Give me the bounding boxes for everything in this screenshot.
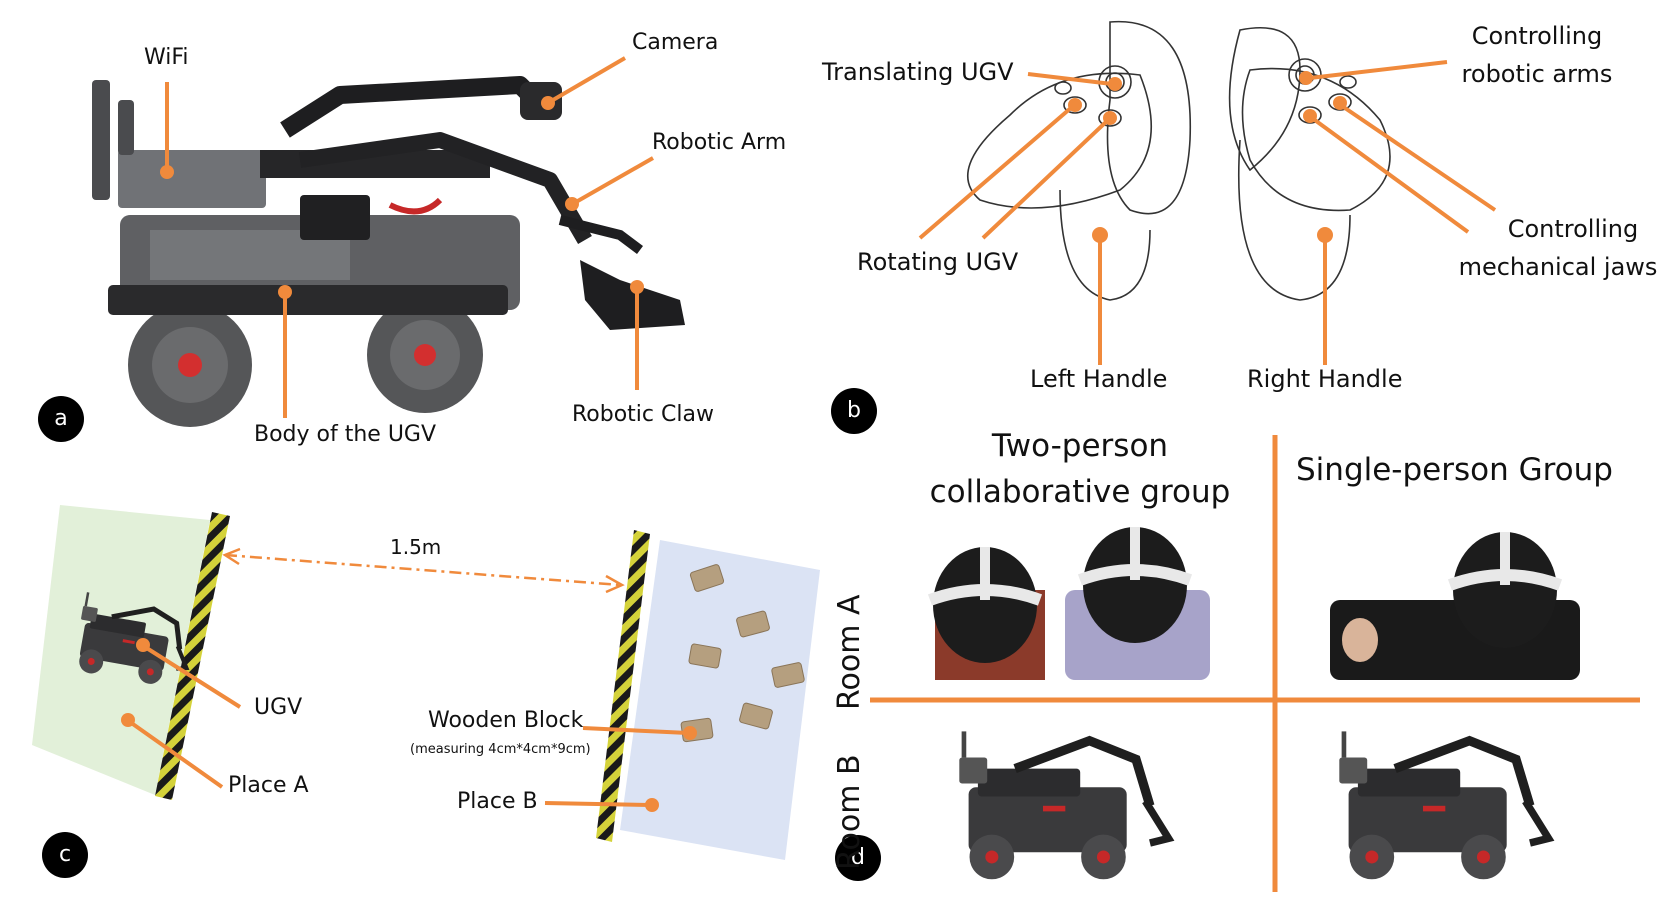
grid-lines <box>870 435 1640 892</box>
ugv-photo <box>92 76 685 427</box>
single-person-header: Single-person Group <box>1296 452 1613 488</box>
panel-c-leaders <box>121 638 697 812</box>
vr-controllers <box>966 20 1391 301</box>
hazard-tapes <box>155 512 650 842</box>
panel-a-badge: a <box>38 396 84 442</box>
robotic-arm-label: Robotic Arm <box>652 130 787 155</box>
rotating-ugv-label: Rotating UGV <box>857 248 1019 276</box>
ugv-room-b-left <box>959 731 1168 879</box>
two-person-header-line2: collaborative group <box>929 474 1231 510</box>
distance-arrow <box>222 547 625 594</box>
ugv-label: UGV <box>254 695 303 720</box>
place-b-area <box>620 540 820 860</box>
room-b-label: Room B <box>832 754 867 870</box>
panel-b-leaders <box>918 60 1497 365</box>
two-person-header-line1: Two-person <box>991 428 1169 464</box>
participant-single <box>1330 532 1580 680</box>
robotic-claw-label: Robotic Claw <box>572 402 714 427</box>
left-handle-label: Left Handle <box>1030 365 1168 393</box>
body-of-ugv-label: Body of the UGV <box>254 422 437 447</box>
panel-b-badge: b <box>831 388 877 434</box>
room-a-label: Room A <box>832 594 867 711</box>
distance-label: 1.5m <box>390 535 442 559</box>
participants-two-person <box>930 527 1210 680</box>
wifi-label: WiFi <box>144 45 189 70</box>
controlling-jaws-line1: Controlling <box>1507 215 1639 243</box>
controlling-arms-line1: Controlling <box>1471 22 1603 50</box>
controlling-arms-line2: robotic arms <box>1461 60 1613 88</box>
place-a-label: Place A <box>228 773 309 798</box>
right-handle-label: Right Handle <box>1247 365 1403 393</box>
ugv-room-b-right <box>1339 731 1548 879</box>
wooden-block-label: Wooden Block <box>428 708 584 733</box>
camera-label: Camera <box>632 30 719 55</box>
place-b-label: Place B <box>457 789 538 814</box>
panel-c-badge: c <box>42 832 88 878</box>
controlling-jaws-line2: mechanical jaws <box>1458 253 1658 281</box>
block-size-label: (measuring 4cm*4cm*9cm) <box>410 742 591 757</box>
panel-d-badge: d <box>835 835 881 881</box>
translating-ugv-label: Translating UGV <box>822 58 1014 86</box>
panel-a-leaders <box>160 56 654 418</box>
